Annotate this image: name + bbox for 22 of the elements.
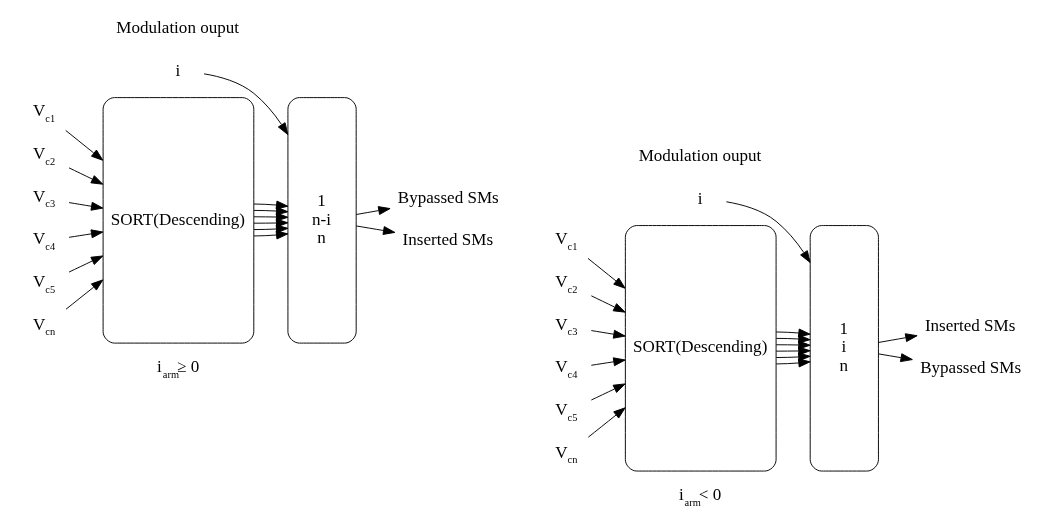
node-text: Inserted SMs — [402, 230, 494, 250]
node-text: V$_{c2}$ — [32, 144, 56, 167]
node-text: V$_{c4}$ — [32, 229, 56, 252]
label: Modulation ouput — [638, 146, 762, 166]
node-text: V$_{c5}$ — [555, 400, 578, 423]
label: i$_{arm}$< 0 — [678, 485, 722, 508]
node-text: V$_{cn}$ — [32, 314, 56, 338]
node-text: V$_{c1}$ — [32, 101, 56, 124]
node-text: V$_{c5}$ — [32, 272, 56, 295]
node-text: Bypassed SMs — [920, 358, 1022, 378]
node-text: V$_{c3}$ — [555, 314, 578, 338]
label: Modulation ouput — [116, 18, 240, 38]
node-text: Inserted SMs — [924, 315, 1016, 335]
node-text: i — [697, 188, 703, 208]
node-text: V$_{cn}$ — [555, 442, 578, 466]
node-text: Bypassed SMs — [397, 187, 499, 207]
node-text: V$_{c1}$ — [555, 229, 578, 252]
node-text: i — [175, 60, 181, 80]
node-text: V$_{c2}$ — [555, 272, 578, 295]
node-text: V$_{c4}$ — [555, 357, 578, 380]
label: i$_{arm}$≥ 0 — [157, 357, 200, 380]
node-text: V$_{c3}$ — [32, 186, 56, 210]
